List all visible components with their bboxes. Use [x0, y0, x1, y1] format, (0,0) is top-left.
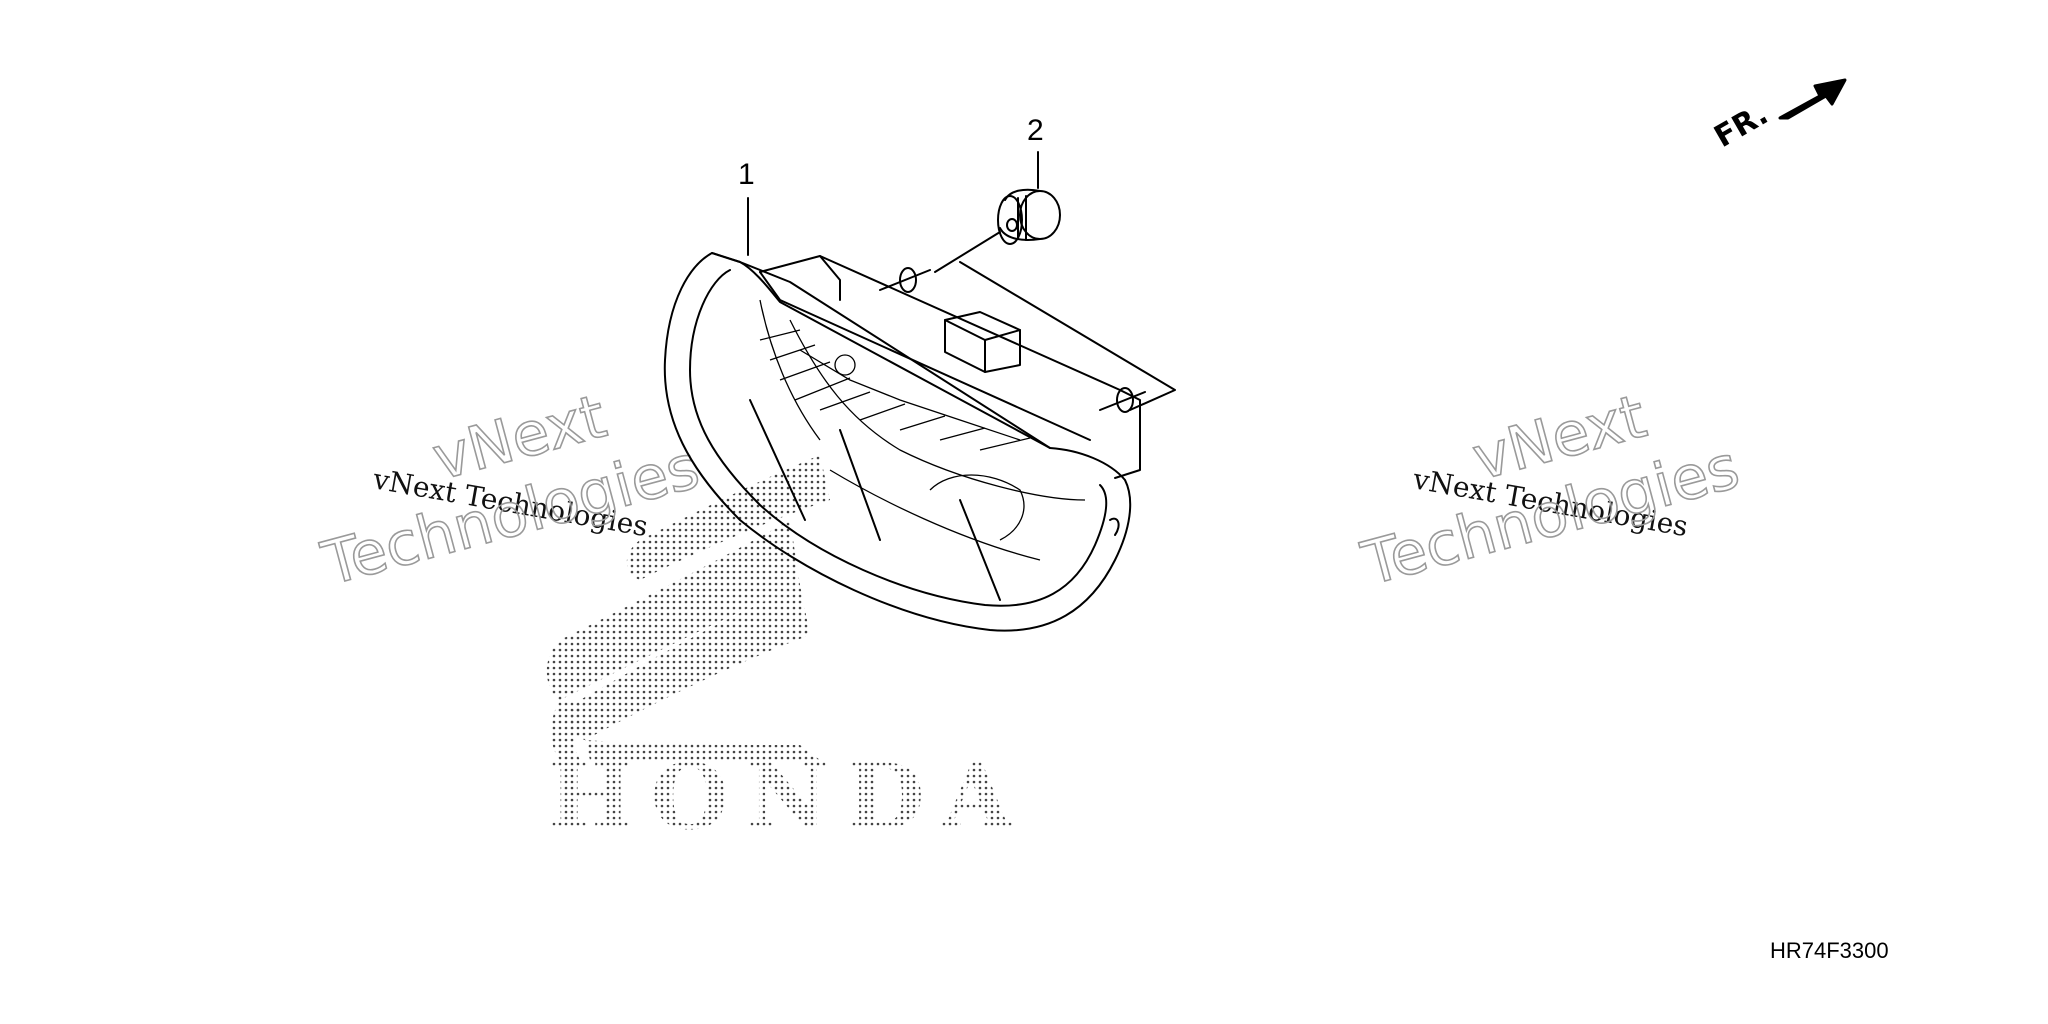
callout-1: 1 — [738, 158, 755, 191]
front-direction-arrow-icon — [1778, 78, 1847, 120]
diagram-code: HR74F3300 — [1770, 938, 1889, 963]
honda-logo-text: HONDA — [548, 744, 1018, 850]
watermark-right: vNext Technologies vNext Technologies — [1354, 381, 1747, 601]
leader-lines — [747, 151, 1176, 411]
front-direction-indicator: FR. — [1709, 78, 1847, 155]
rubber-grommet — [997, 188, 1061, 245]
front-direction-label: FR. — [1709, 97, 1775, 155]
headlight-assembly — [663, 252, 1146, 632]
callout-2: 2 — [1027, 114, 1044, 147]
